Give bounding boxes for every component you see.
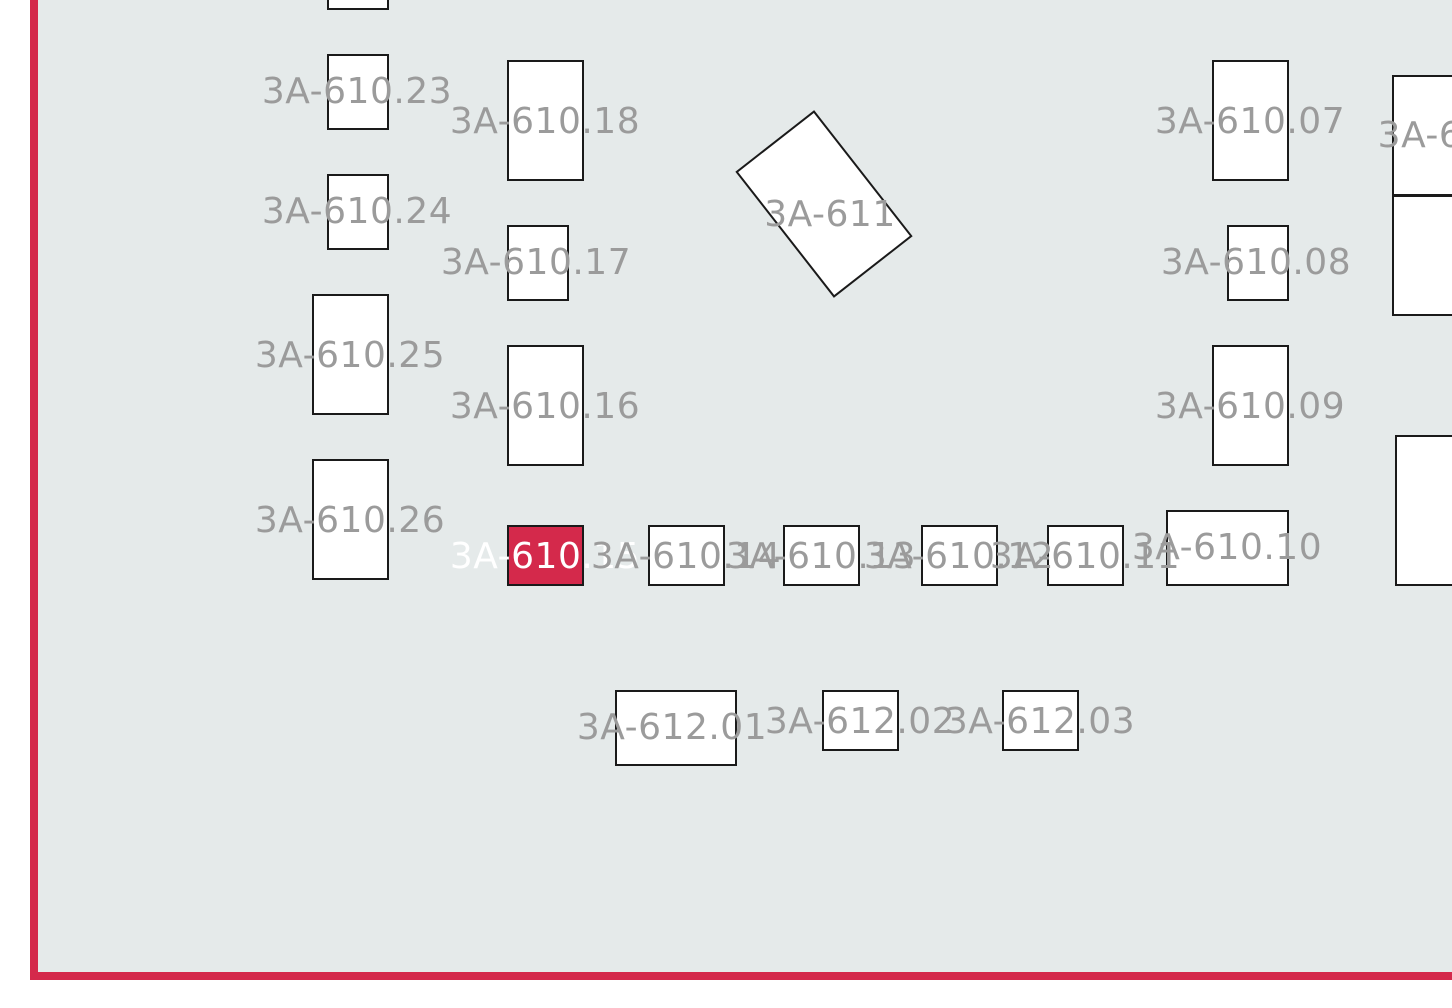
booth-label-610-11: 3A-610.11 (989, 536, 1181, 577)
booth-label-610-15: 3A-610.15 (449, 536, 641, 577)
booth-610-26[interactable] (312, 459, 389, 580)
booth-stub-top[interactable] (327, 0, 389, 10)
booth-610-14[interactable] (648, 525, 725, 586)
booth-612-03[interactable] (1002, 690, 1079, 751)
booth-right-c[interactable] (1395, 435, 1452, 586)
booth-610-08[interactable] (1227, 225, 1289, 301)
booth-610-12[interactable] (921, 525, 998, 586)
booth-label-612-01: 3A-612.01 (576, 707, 768, 748)
booth-label-610-17: 3A-610.17 (440, 242, 632, 283)
booth-label-610-23: 3A-610.23 (261, 71, 453, 112)
booth-610-10[interactable] (1166, 510, 1289, 586)
booth-610-18[interactable] (507, 60, 584, 181)
booth-610-23[interactable] (327, 54, 389, 130)
booth-610-24[interactable] (327, 174, 389, 250)
booth-right-a[interactable] (1392, 75, 1452, 196)
booth-label-610-13: 3A-610.13 (725, 536, 917, 577)
booth-right-b[interactable] (1392, 195, 1452, 316)
booth-label-612-02: 3A-612.02 (764, 701, 956, 742)
booth-label-610-10: 3A-610.10 (1131, 527, 1323, 568)
booth-610-25[interactable] (312, 294, 389, 415)
booth-label-610-14: 3A-610.14 (590, 536, 782, 577)
booth-610-09[interactable] (1212, 345, 1289, 466)
booth-612-02[interactable] (822, 690, 899, 751)
booth-label-610-08: 3A-610.08 (1160, 242, 1352, 283)
booth-label-611: 3A-611 (764, 194, 896, 235)
booth-label-610-18: 3A-610.18 (449, 101, 641, 142)
booth-label-right-a: 3A-6 (1377, 115, 1452, 156)
booth-label-610-26: 3A-610.26 (254, 500, 446, 541)
booth-610-17[interactable] (507, 225, 569, 301)
booth-612-01[interactable] (615, 690, 737, 766)
booth-label-610-09: 3A-610.09 (1154, 386, 1346, 427)
booth-610-16[interactable] (507, 345, 584, 466)
booth-610-15-selected[interactable] (507, 525, 584, 586)
booth-label-610-25: 3A-610.25 (254, 335, 446, 376)
booth-label-610-24: 3A-610.24 (261, 191, 453, 232)
booth-label-610-07: 3A-610.07 (1154, 101, 1346, 142)
booth-label-612-03: 3A-612.03 (944, 701, 1136, 742)
booth-610-13[interactable] (783, 525, 860, 586)
booth-610-07[interactable] (1212, 60, 1289, 181)
booth-label-610-12: 3A-610.12 (863, 536, 1055, 577)
booth-label-610-16: 3A-610.16 (449, 386, 641, 427)
booth-610-11[interactable] (1047, 525, 1124, 586)
